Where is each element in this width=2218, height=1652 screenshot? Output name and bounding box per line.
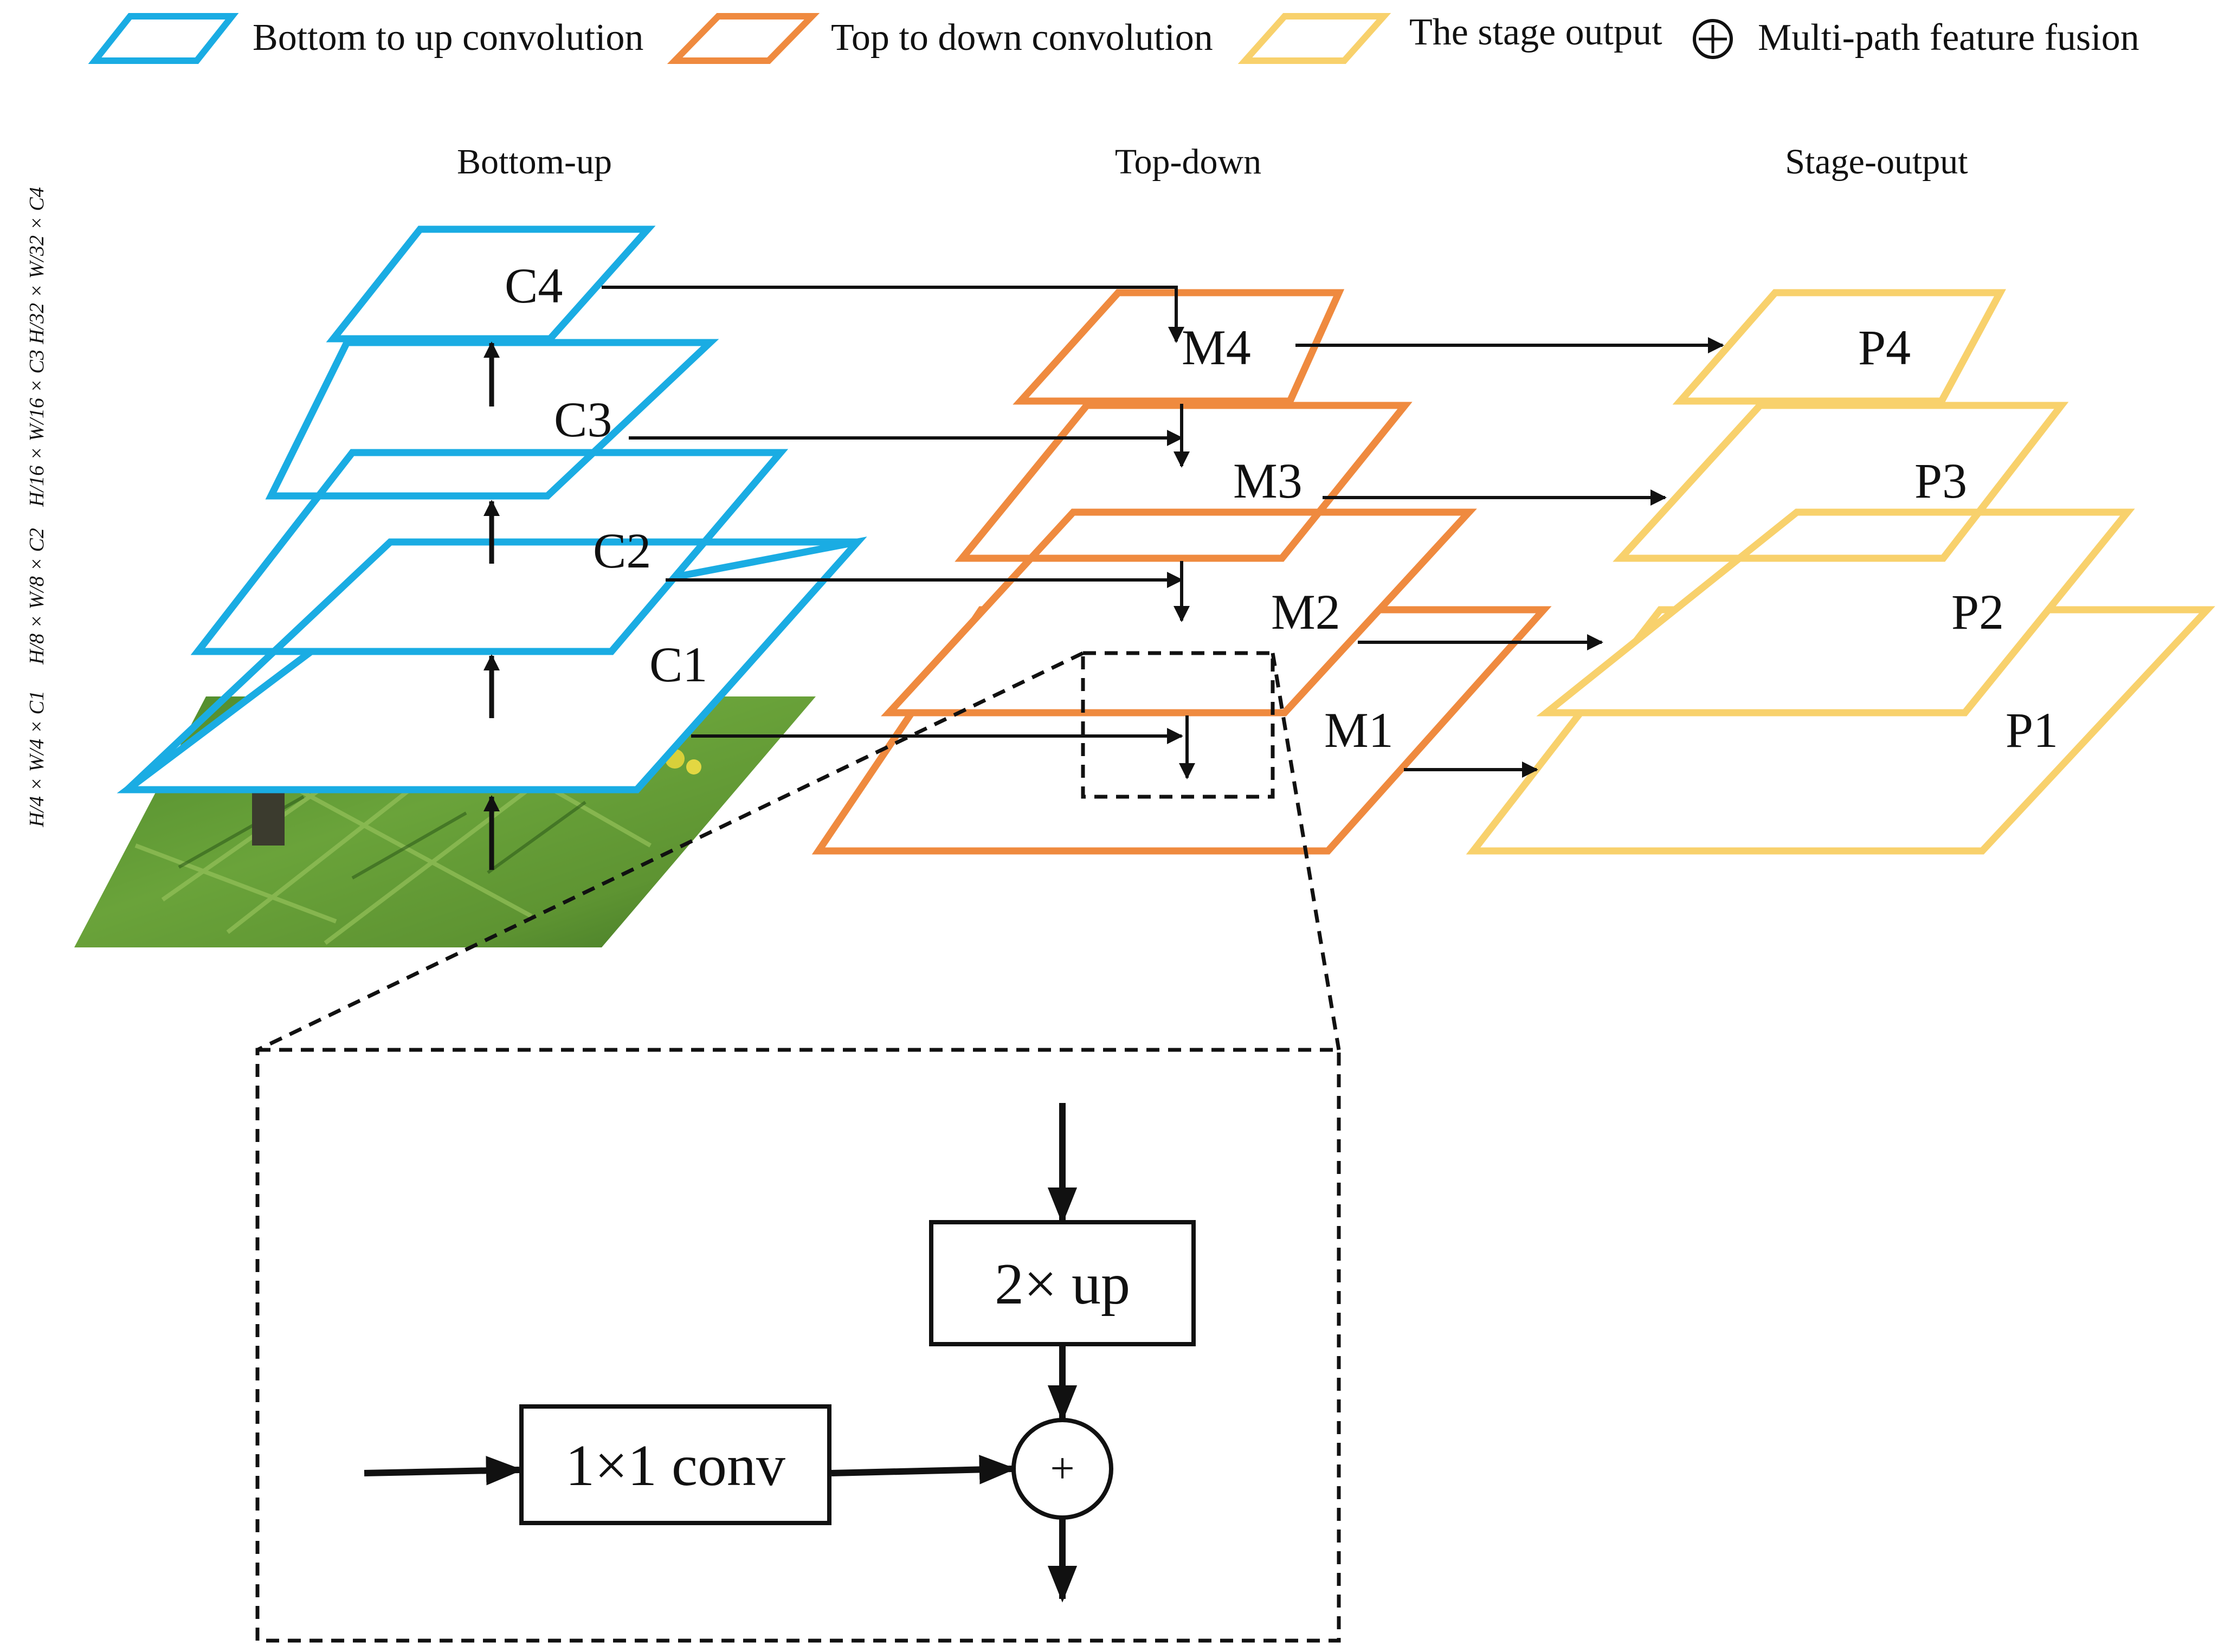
column-title-top-down: Top-down <box>1115 142 1261 182</box>
layer-label-m3: M3 <box>1233 453 1303 508</box>
layer-label-m1: M1 <box>1324 702 1394 758</box>
dim-label-c4: H/32 × W/32 × C4 <box>25 187 48 345</box>
legend-item-bottom-up: Bottom to up convolution <box>88 13 643 64</box>
layer-label-c4: C4 <box>505 258 563 313</box>
dim-label-c2: H/8 × W/8 × C2 <box>25 528 48 665</box>
fusion-detail: 2× up 1×1 conv + <box>364 1103 1196 1603</box>
legend-item-fusion: Multi-path feature fusion <box>1693 17 2139 59</box>
legend-label-top-down: Top to down convolution <box>831 17 1213 59</box>
zoom-region <box>255 651 1341 1643</box>
layer-label-p1: P1 <box>2006 702 2058 758</box>
upsample-label: 2× up <box>995 1252 1130 1317</box>
column-title-stage-output: Stage-output <box>1785 142 1968 182</box>
layer-p4-outline <box>1672 289 2006 405</box>
zoom-guide-right <box>1271 653 1341 1050</box>
layer-label-c3: C3 <box>554 392 612 447</box>
stage-output-pyramid <box>1466 289 2215 855</box>
layer-c3 <box>265 339 719 500</box>
legend-swatch-top-down <box>667 13 820 64</box>
layer-c2-outline <box>190 449 789 655</box>
legend-item-top-down: Top to down convolution <box>667 13 1213 64</box>
layer-p2-outline <box>1536 508 2135 717</box>
legend-swatch-bottom-up <box>88 13 239 64</box>
layer-p3-outline <box>1613 402 2069 562</box>
layer-label-m4: M4 <box>1182 320 1251 375</box>
detail-arrow-left-in <box>364 1456 523 1486</box>
legend-item-stage-output: The stage output <box>1237 11 1662 64</box>
dim-label-c3: H/16 × W/16 × C3 <box>25 350 48 507</box>
conv-label: 1×1 conv <box>565 1434 785 1498</box>
dim-label-c1: H/4 × W/4 × C1 <box>25 691 48 828</box>
output-arrows <box>1295 337 1724 778</box>
circled-plus-icon <box>1693 19 1733 59</box>
column-title-bottom-up: Bottom-up <box>457 142 612 182</box>
layer-c4 <box>326 225 656 343</box>
lateral-arrows <box>602 286 1184 744</box>
legend-label-fusion: Multi-path feature fusion <box>1758 17 2139 59</box>
layer-label-c2: C2 <box>593 523 651 578</box>
zoom-detail-box <box>255 1048 1341 1643</box>
zoom-source-box <box>1081 651 1275 799</box>
layer-label-p3: P3 <box>1914 453 1967 508</box>
detail-arrow-conv-to-sum <box>831 1455 1016 1485</box>
layer-m2-outline <box>881 508 1477 717</box>
layer-label-p2: P2 <box>1951 584 2004 640</box>
dimension-labels: H/4 × W/4 × C1 H/8 × W/8 × C2 H/16 × W/1… <box>25 187 48 828</box>
legend-label-stage-output: The stage output <box>1409 11 1662 53</box>
upsample-box <box>929 1220 1196 1346</box>
lateral-arrow-c4-m4 <box>602 286 1184 343</box>
layer-label-c1: C1 <box>649 637 707 692</box>
layer-m3-outline <box>955 402 1413 562</box>
legend-swatch-stage-output <box>1237 13 1391 64</box>
conv-box <box>519 1404 831 1525</box>
legend: Bottom to up convolution Top to down con… <box>88 11 2139 64</box>
top-down-arrows <box>1174 404 1195 779</box>
fusion-plus-label: + <box>1050 1445 1074 1493</box>
layer-label-p4: P4 <box>1858 320 1911 375</box>
layer-label-m2: M2 <box>1271 584 1340 640</box>
legend-label-bottom-up: Bottom to up convolution <box>253 17 643 59</box>
layer-m4-outline <box>1013 289 1345 405</box>
zoom-guide-left <box>256 651 1084 1052</box>
fusion-node: + <box>1011 1418 1113 1520</box>
